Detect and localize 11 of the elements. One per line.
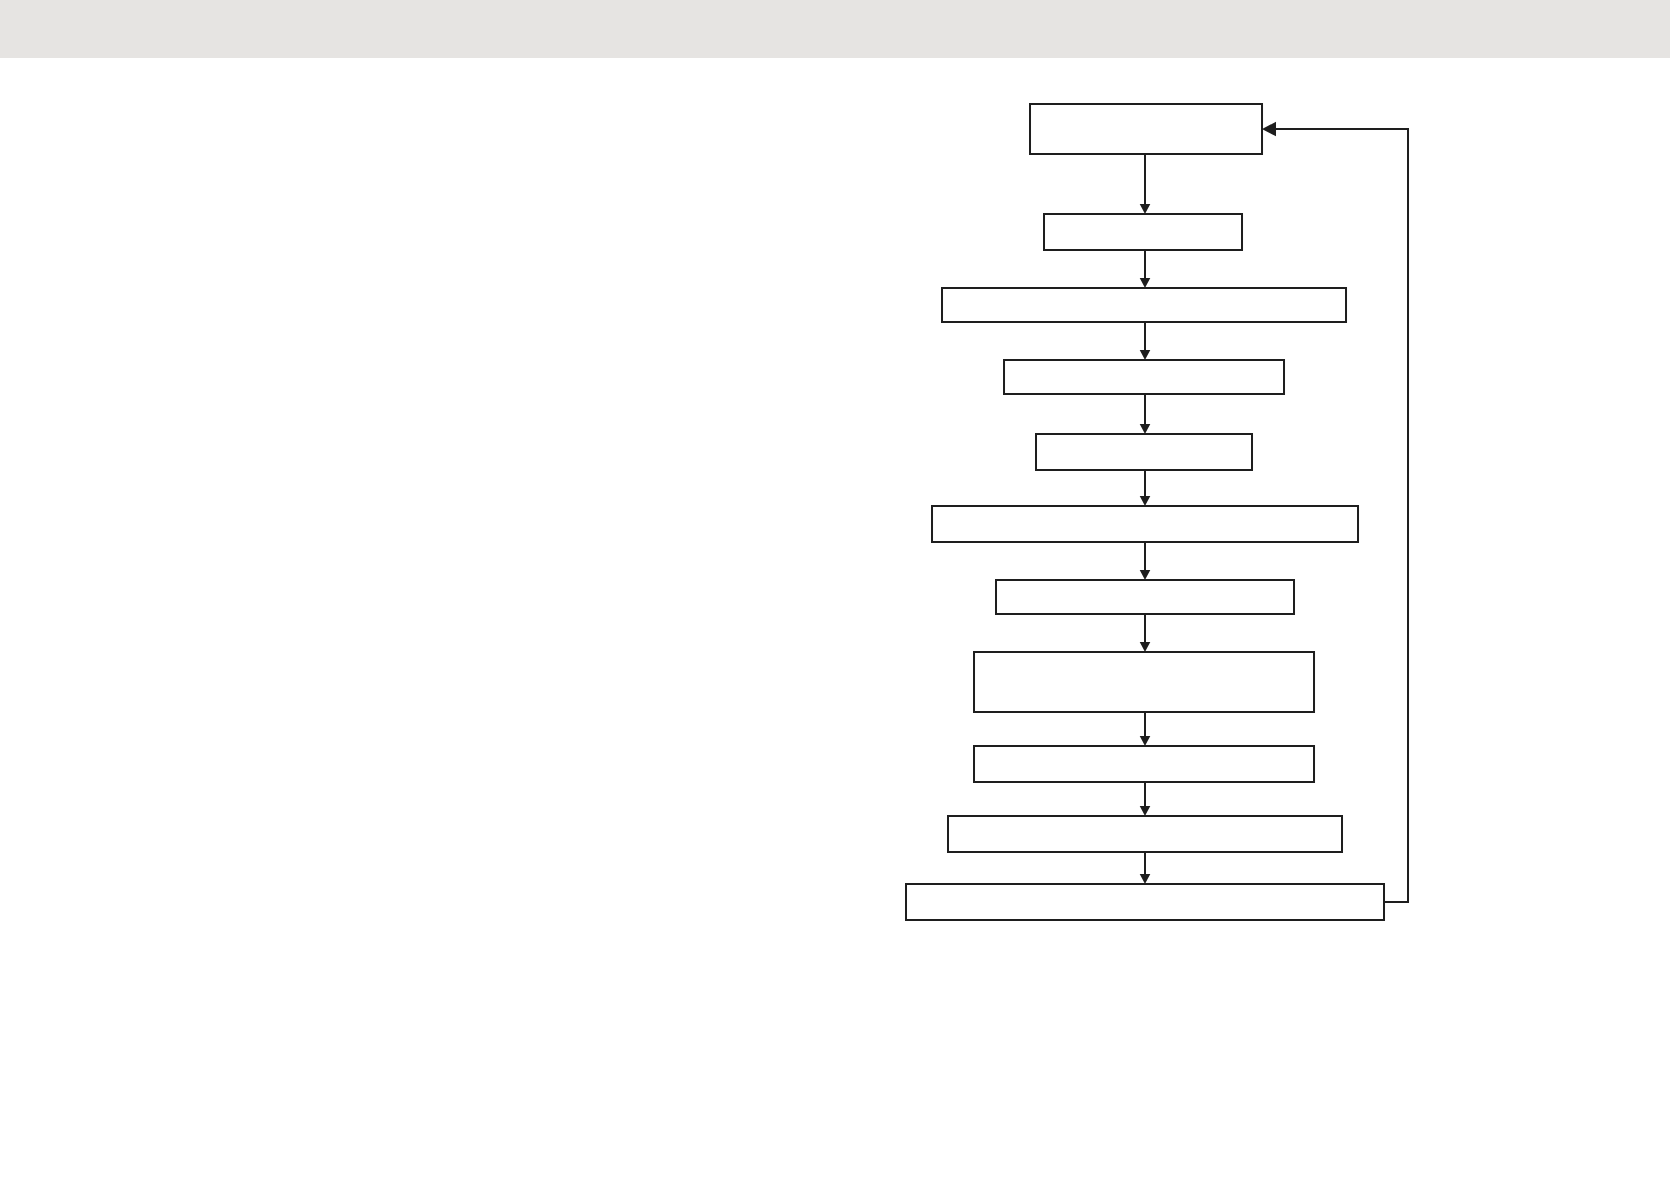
process-box xyxy=(973,745,1315,783)
process-box xyxy=(941,287,1347,323)
process-box xyxy=(1043,213,1243,251)
process-box xyxy=(1035,433,1253,471)
process-box xyxy=(973,651,1315,713)
process-box xyxy=(931,505,1359,543)
process-box xyxy=(995,579,1295,615)
process-box xyxy=(947,815,1343,853)
process-box xyxy=(1029,103,1263,155)
process-box xyxy=(905,883,1385,921)
process-box xyxy=(1003,359,1285,395)
